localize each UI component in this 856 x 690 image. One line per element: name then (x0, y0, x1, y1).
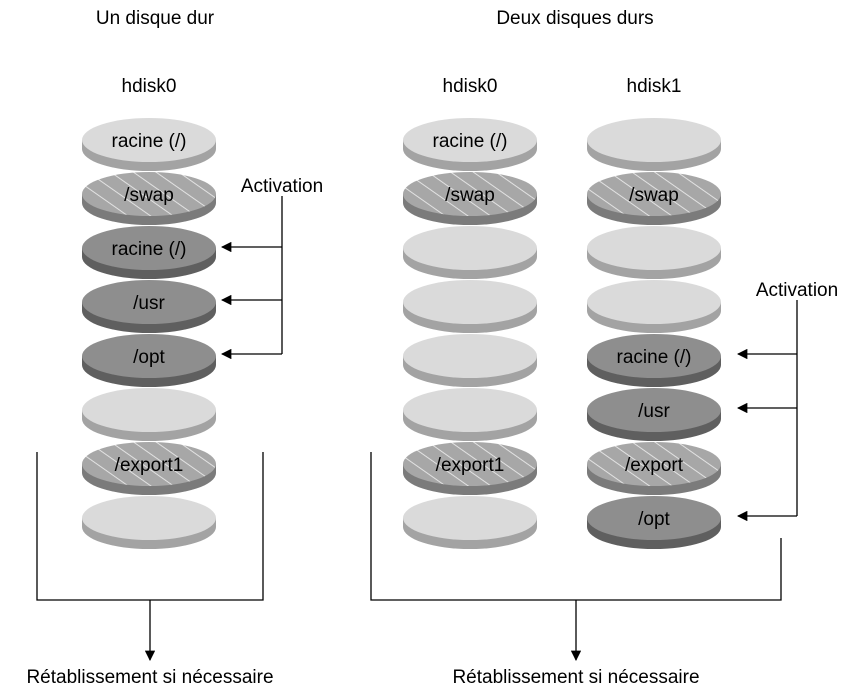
slice-top (587, 280, 721, 324)
slice-top (82, 226, 216, 270)
disk-slice: /swap (403, 172, 537, 225)
right-fallback-bracket: Rétablissement si nécessaire (370, 452, 782, 688)
slice-label: racine (/) (433, 131, 508, 152)
slice-top (403, 388, 537, 432)
slice-top (587, 172, 721, 216)
slice-top (82, 280, 216, 324)
right-activation-label: Activation (756, 280, 838, 301)
disk-slice: /export1 (82, 442, 216, 495)
left-disk0-name: hdisk0 (122, 76, 177, 97)
disk-slice (403, 334, 537, 387)
disk-slice: /opt (587, 496, 721, 549)
disk-slice (587, 226, 721, 279)
slice-top (82, 442, 216, 486)
slice-top (587, 442, 721, 486)
disk-slice (403, 496, 537, 549)
disk-slice: /export (587, 442, 721, 495)
disk-slice: /usr (587, 388, 721, 441)
slice-top (587, 226, 721, 270)
slice-top (82, 334, 216, 378)
disk-slice (587, 118, 721, 171)
right-disk1-name: hdisk1 (627, 76, 682, 97)
disk-slice: /swap (82, 172, 216, 225)
right-panel-title: Deux disques durs (496, 8, 653, 29)
slice-top (82, 388, 216, 432)
disk-slice: racine (/) (82, 118, 216, 171)
slice-label: racine (/) (112, 239, 187, 260)
slice-top (403, 334, 537, 378)
slice-top (587, 388, 721, 432)
left-disk0-stack: racine (/) /swap racine (/) /usr/opt/export… (82, 118, 216, 549)
slice-top (82, 496, 216, 540)
slice-top (403, 280, 537, 324)
slice-top (403, 226, 537, 270)
disk-slice (82, 388, 216, 441)
disk-slice: racine (/) (587, 334, 721, 387)
slice-label: /opt (133, 347, 165, 368)
disk-slice: /usr (82, 280, 216, 333)
slice-label: /usr (638, 401, 670, 422)
slice-label: /export1 (115, 455, 184, 476)
disk-slice: racine (/) (403, 118, 537, 171)
left-fallback-bracket: Rétablissement si nécessaire (26, 452, 274, 688)
disk-slice (403, 280, 537, 333)
slice-top (82, 172, 216, 216)
slice-top (403, 172, 537, 216)
disk-slice: racine (/) (82, 226, 216, 279)
slice-label: /swap (629, 185, 679, 206)
left-activation-bracket: Activation (220, 176, 323, 360)
disk-slice: /swap (587, 172, 721, 225)
slice-label: /swap (445, 185, 495, 206)
right-disk0-stack: racine (/) /swap/export1 (403, 118, 537, 549)
right-activation-bracket: Activation (736, 280, 838, 522)
slice-label: racine (/) (617, 347, 692, 368)
left-fallback-label: Rétablissement si nécessaire (26, 667, 273, 688)
right-disk0-name: hdisk0 (443, 76, 498, 97)
left-activation-label: Activation (241, 176, 323, 197)
disk-slice (403, 388, 537, 441)
slice-label: racine (/) (112, 131, 187, 152)
disk-slice: /export1 (403, 442, 537, 495)
slice-top (587, 496, 721, 540)
slice-top (403, 496, 537, 540)
disk-slice (82, 496, 216, 549)
right-fallback-label: Rétablissement si nécessaire (452, 667, 699, 688)
slice-top (587, 334, 721, 378)
left-panel-title: Un disque dur (96, 8, 215, 29)
slice-label: /export1 (436, 455, 505, 476)
slice-top (82, 118, 216, 162)
slice-top (403, 442, 537, 486)
disk-slice (403, 226, 537, 279)
disk-slice: /opt (82, 334, 216, 387)
slice-label: /export (625, 455, 684, 476)
slice-label: /usr (133, 293, 165, 314)
slice-label: /opt (638, 509, 670, 530)
slice-top (587, 118, 721, 162)
slice-top (403, 118, 537, 162)
slice-label: /swap (124, 185, 174, 206)
disk-slice (587, 280, 721, 333)
right-disk1-stack: /swap racine (/) /usr/export/opt (587, 118, 721, 549)
